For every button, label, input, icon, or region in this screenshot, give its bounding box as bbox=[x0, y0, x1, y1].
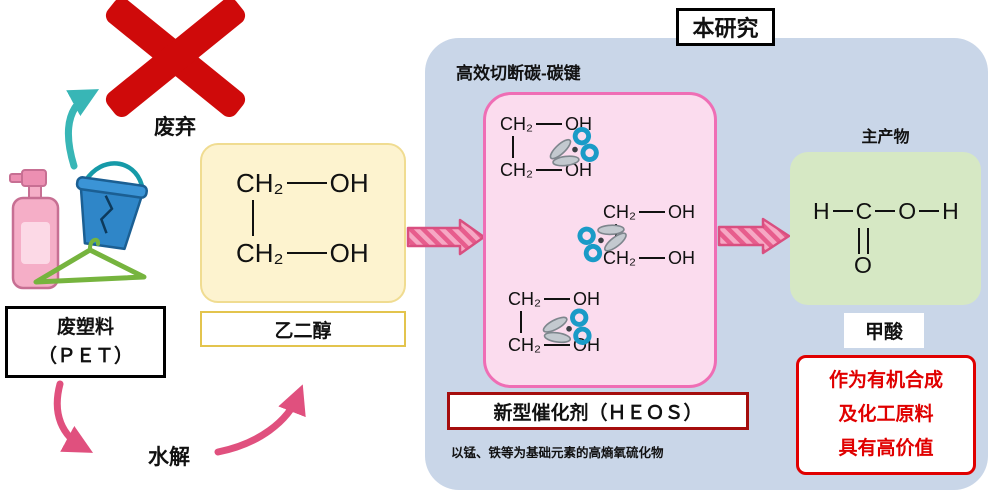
value-line1: 作为有机合成 bbox=[828, 369, 943, 391]
formula-o: O bbox=[898, 197, 917, 224]
formula-o: O bbox=[854, 252, 872, 278]
arrow-hydrolysis-to-glycol bbox=[214, 384, 306, 456]
waste-plastic-icons bbox=[9, 161, 149, 290]
discard-cross-icon bbox=[93, 0, 258, 121]
value-line2: 及化工原料 bbox=[838, 403, 934, 425]
formula-oh: OH bbox=[329, 167, 369, 198]
v-bond bbox=[252, 200, 254, 236]
formula-ch2: CH₂ bbox=[236, 167, 284, 198]
formula-oh: OH bbox=[573, 288, 600, 309]
glycol-name-label: 乙二醇 bbox=[200, 311, 406, 347]
study-title-box: 本研究 bbox=[676, 8, 775, 46]
waste-plastic-line1: 废塑料 bbox=[56, 316, 114, 338]
bucket-icon bbox=[75, 161, 149, 251]
formula-ch2: CH₂ bbox=[500, 113, 533, 134]
bottle-icon bbox=[9, 169, 60, 290]
value-line3: 具有高价值 bbox=[838, 438, 934, 460]
formula-ch2: CH₂ bbox=[603, 247, 636, 268]
formula-oh: OH bbox=[668, 247, 695, 268]
h-bond bbox=[639, 211, 665, 213]
h-bond bbox=[832, 210, 853, 212]
catalyst-name-box: 新型催化剂（ＨＥＯＳ） bbox=[447, 392, 749, 430]
arrow-to-hydrolysis bbox=[53, 380, 94, 453]
product-name-label: 甲酸 bbox=[844, 313, 924, 348]
scissors-icon bbox=[577, 224, 627, 263]
formula-c: C bbox=[855, 197, 873, 224]
study-subtitle: 高效切断碳-碳键 bbox=[456, 64, 581, 83]
h-bond bbox=[286, 182, 327, 184]
h-bond bbox=[544, 344, 570, 346]
formula-ch2: CH₂ bbox=[603, 201, 636, 222]
v-bond bbox=[512, 136, 514, 158]
value-callout-box: 作为有机合成 及化工原料 具有高价值 bbox=[796, 355, 976, 475]
discard-label: 废弃 bbox=[154, 116, 196, 139]
scissors-icon bbox=[542, 308, 592, 345]
v-bond bbox=[520, 311, 522, 333]
hanger-icon bbox=[33, 237, 147, 285]
catalyst-note: 以锰、铁等为基础元素的高熵氧硫化物 bbox=[451, 446, 664, 460]
glycol-structure-2: CH₂ OH CH₂ OH bbox=[603, 200, 695, 270]
product-title: 主产物 bbox=[861, 129, 910, 146]
formula-h: H bbox=[942, 197, 959, 224]
h-bond bbox=[286, 252, 327, 254]
h-bond bbox=[536, 169, 562, 171]
v-bond bbox=[615, 224, 617, 246]
formula-ch2: CH₂ bbox=[236, 237, 284, 268]
glycol-structure-main: CH₂ OH CH₂ OH bbox=[236, 166, 369, 270]
glycol-box bbox=[200, 143, 406, 303]
formula-ch2: CH₂ bbox=[508, 334, 541, 355]
waste-plastic-line2: （ＰＥＴ） bbox=[37, 346, 133, 367]
h-bond bbox=[536, 123, 562, 125]
formic-acid-structure: H C O H bbox=[813, 196, 959, 226]
product-box bbox=[790, 152, 981, 305]
hydrolysis-label: 水解 bbox=[148, 446, 190, 469]
waste-plastic-label: 废塑料 （ＰＥＴ） bbox=[5, 306, 166, 378]
h-bond bbox=[544, 298, 570, 300]
h-bond bbox=[639, 257, 665, 259]
formula-ch2: CH₂ bbox=[508, 288, 541, 309]
formula-oh: OH bbox=[329, 237, 369, 268]
h-bond bbox=[919, 210, 940, 212]
formula-h: H bbox=[813, 197, 830, 224]
formula-ch2: CH₂ bbox=[500, 159, 533, 180]
double-bond bbox=[858, 228, 869, 254]
scissors-icon bbox=[549, 127, 599, 167]
formula-oh: OH bbox=[668, 201, 695, 222]
h-bond bbox=[875, 210, 896, 212]
